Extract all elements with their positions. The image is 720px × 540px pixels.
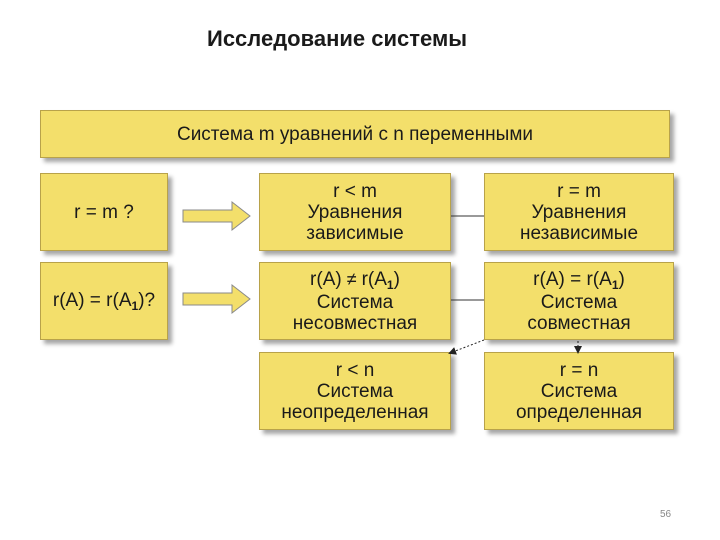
dashed-arrow-consistent-to-indeterminate: [448, 339, 485, 355]
dependent-condition: r < m: [333, 180, 377, 202]
indeterminate-system-box: r < n Система неопределенная: [259, 352, 451, 430]
slide-title: Исследование системы: [207, 26, 468, 51]
dependent-label: Уравнения: [307, 201, 403, 223]
independent-result: независимые: [519, 222, 639, 244]
independent-condition: r = m: [557, 180, 601, 202]
question-rank-equals-m-text: r = m ?: [74, 201, 134, 223]
consistent-close: ): [618, 268, 625, 290]
independent-equations-box: r = m Уравнения независимые: [484, 173, 674, 251]
indeterminate-result: неопределенная: [281, 401, 429, 423]
inconsistent-right: r(A: [361, 268, 387, 290]
dependent-equations-box: r < m Уравнения зависимые: [259, 173, 451, 251]
determinate-system-box: r = n Система определенная: [484, 352, 674, 430]
consistent-label: Система: [540, 291, 618, 313]
determinate-result: определенная: [515, 401, 643, 423]
page-number: 56: [660, 509, 672, 520]
inconsistent-subscript: 1: [386, 277, 394, 292]
independent-label: Уравнения: [531, 201, 627, 223]
inconsistent-label: Система: [316, 291, 394, 313]
indeterminate-condition: r < n: [335, 359, 375, 381]
inconsistent-result: несовместная: [292, 312, 418, 334]
consistent-result: совместная: [527, 312, 631, 334]
header-box: Система m уравнений с n переменными: [40, 110, 670, 158]
question-rank-equality-post: )?: [138, 289, 156, 311]
consistent-text: r(A) = r(A: [533, 268, 612, 290]
indeterminate-label: Система: [316, 380, 394, 402]
question-rank-equality-pre: r(A) = r(A: [52, 289, 132, 311]
not-equal-sign: ≠: [346, 268, 357, 289]
question-rank-equality-subscript: 1: [131, 298, 139, 313]
consistent-subscript: 1: [611, 277, 619, 292]
determinate-condition: r = n: [559, 359, 599, 381]
determinate-label: Система: [540, 380, 618, 402]
arrow-to-inconsistent: [182, 283, 251, 315]
arrow-to-dependent: [182, 200, 251, 232]
inconsistent-left: r(A): [310, 268, 342, 290]
question-rank-equals-m-box: r = m ?: [40, 173, 168, 251]
dependent-result: зависимые: [306, 222, 404, 244]
header-text: Система m уравнений с n переменными: [176, 123, 534, 145]
inconsistent-close: ): [393, 268, 400, 290]
